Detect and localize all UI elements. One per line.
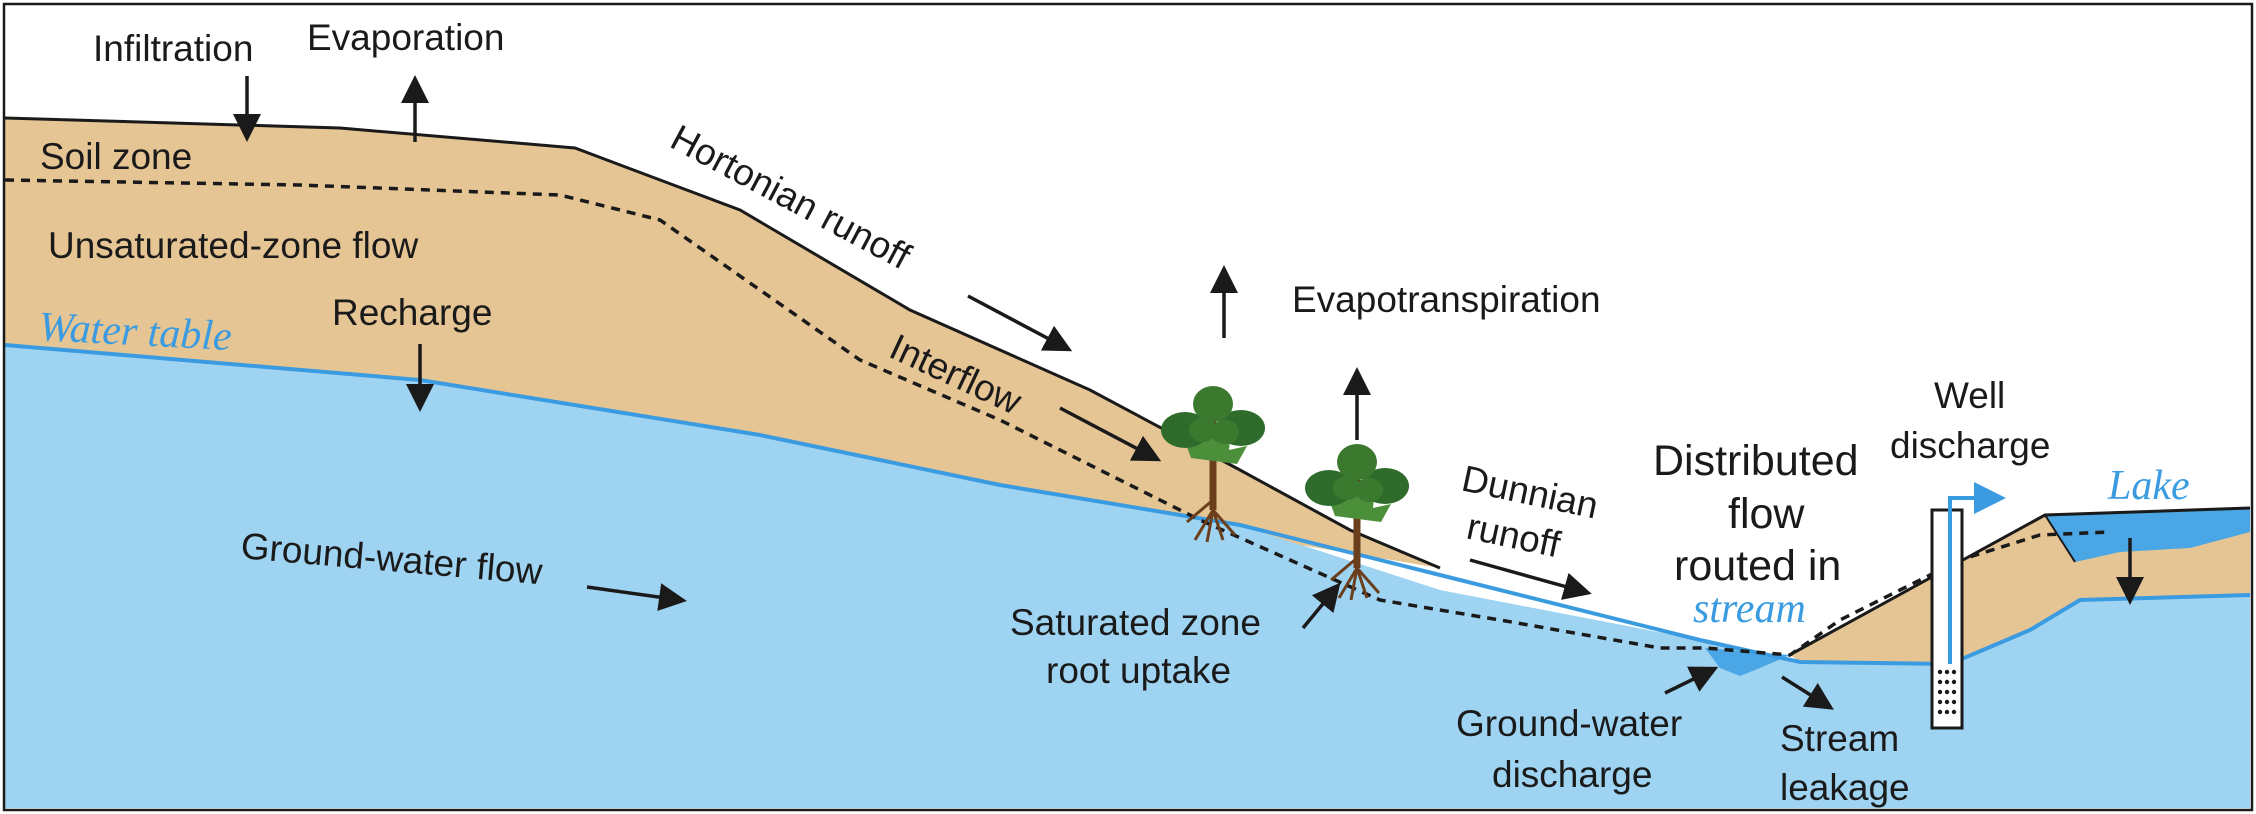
unsaturated-zone-flow-label: Unsaturated-zone flow	[48, 225, 418, 266]
evapotranspiration-label: Evapotranspiration	[1292, 279, 1601, 320]
water-table-label: Water table	[37, 304, 232, 360]
interflow-arrow	[1059, 406, 1162, 462]
tree-icon	[1305, 444, 1409, 601]
groundwater-zone	[5, 345, 2250, 808]
lake-label: Lake	[2107, 463, 2190, 509]
ground-water-flow-arrow	[586, 583, 687, 611]
ground-surface-line	[4, 116, 1441, 570]
ground-water-discharge-label-line1: Ground-water	[1456, 703, 1682, 744]
stream-leakage-label-line2: leakage	[1780, 767, 1910, 808]
recharge-label: Recharge	[332, 292, 492, 333]
distributed-flow-label-line1: Distributed	[1653, 437, 1859, 485]
evaporation-label: Evaporation	[307, 17, 504, 58]
distributed-flow-label-line2: flow	[1728, 490, 1805, 538]
soil-zone-base-dotted	[4, 178, 2111, 657]
infiltration-label: Infiltration	[93, 28, 253, 69]
soil-zone-area	[5, 118, 1440, 568]
tree-icon	[1161, 386, 1265, 543]
saturated-zone-root-uptake-label-line2: root uptake	[1046, 650, 1231, 691]
ground-water-discharge-arrow	[1664, 666, 1719, 695]
stream-label: stream	[1693, 586, 1806, 632]
hortonian-runoff-arrow	[967, 294, 1073, 352]
well-discharge-pipe	[1948, 482, 2006, 664]
well-discharge-label-line1: Well	[1934, 375, 2005, 416]
lake-bank-line	[2044, 514, 2076, 563]
well	[1930, 482, 2006, 730]
saturated-zone-root-uptake-label-line1: Saturated zone	[1010, 602, 1261, 643]
lake-water	[2045, 508, 2250, 562]
distributed-flow-label-line3: routed in	[1674, 542, 1841, 590]
well-discharge-label-line2: discharge	[1890, 425, 2050, 466]
dunnian-runoff-arrow	[1469, 558, 1592, 600]
soil-zone-label: Soil zone	[40, 136, 192, 177]
stream-leakage-label-line1: Stream	[1780, 718, 1899, 759]
ground-water-discharge-label-line2: discharge	[1492, 754, 1652, 795]
root-uptake-arrow	[1301, 582, 1341, 630]
stream-leakage-arrow	[1781, 675, 1834, 710]
water-table-line	[4, 343, 2251, 667]
